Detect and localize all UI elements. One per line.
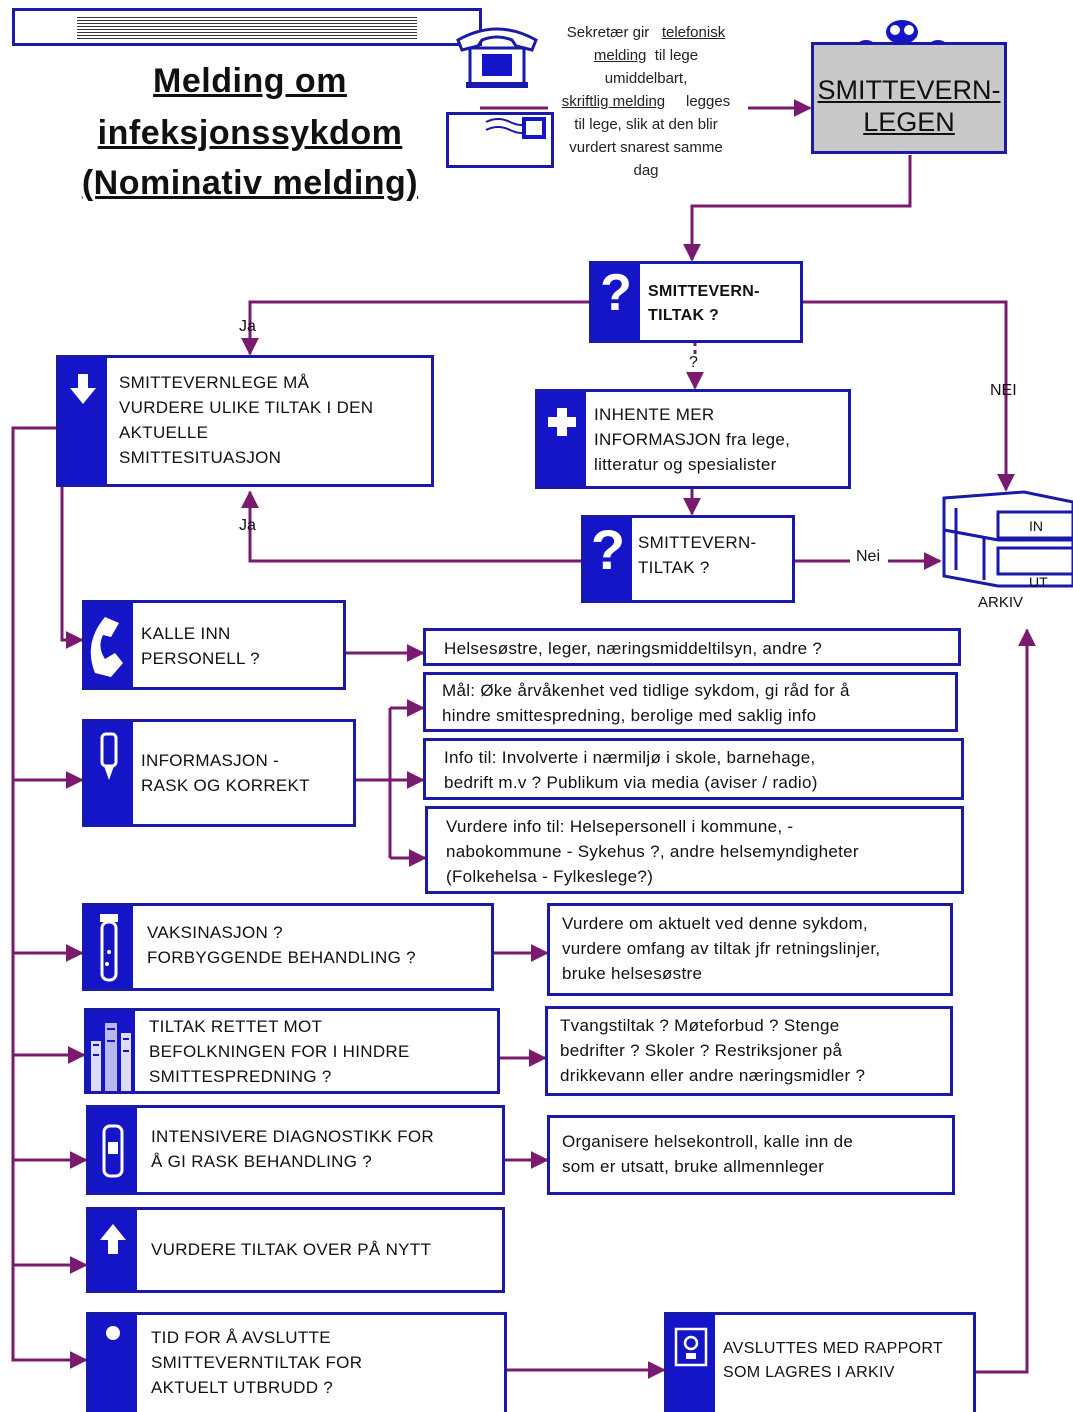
- note-text: vurdert snarest samme: [569, 139, 723, 156]
- detail-text: Vurdere om aktuelt ved denne sykdom, vur…: [562, 914, 881, 983]
- document-header-bar: [12, 8, 482, 46]
- detail-text: Mål: Øke årvåkenhet ved tidlige sykdom, …: [442, 681, 850, 725]
- detail-text: Tvangstiltak ? Møteforbud ? Stenge bedri…: [560, 1016, 866, 1085]
- box-text: SMITTEVERNLEGE MÅ VURDERE ULIKE TILTAK I…: [119, 373, 374, 467]
- page-title-line-1: Melding om: [153, 62, 347, 100]
- decision-smitteverntiltak-1: ? SMITTEVERN- TILTAK ?: [589, 261, 803, 343]
- letter-icon: [485, 117, 546, 139]
- box-text: VAKSINASJON ? FORBYGGENDE BEHANDLING ?: [147, 923, 416, 967]
- detail-helsekontroll: Organisere helsekontroll, kalle inn de s…: [547, 1115, 955, 1195]
- label-nei: NEI: [990, 382, 1017, 399]
- question-icon: ?: [592, 264, 640, 340]
- label-ja: Ja: [239, 318, 256, 335]
- written-message-box: [446, 112, 554, 168]
- question-icon: ?: [584, 518, 632, 600]
- detail-tvangstiltak: Tvangstiltak ? Møteforbud ? Stenge bedri…: [545, 1006, 953, 1096]
- note-text: dag: [633, 162, 659, 179]
- box-vurdere-pa-nytt: VURDERE TILTAK OVER PÅ NYTT: [86, 1207, 505, 1293]
- box-inhente-informasjon: INHENTE MER INFORMASJON fra lege, litter…: [535, 389, 851, 489]
- box-text: AVSLUTTES MED RAPPORT SOM LAGRES I ARKIV: [723, 1340, 943, 1381]
- label-question: ?: [689, 354, 698, 371]
- box-text: TID FOR Å AVSLUTTE SMITTEVERNTILTAK FOR …: [151, 1328, 363, 1397]
- note-text: til lege: [654, 47, 699, 64]
- detail-text: Helsesøstre, leger, næringsmiddeltilsyn,…: [444, 639, 823, 658]
- telephone-icon: [456, 27, 538, 88]
- box-vaksinasjon: VAKSINASJON ? FORBYGGENDE BEHANDLING ?: [82, 903, 494, 991]
- decision-smitteverntiltak-2: ? SMITTEVERN- TILTAK ?: [581, 515, 795, 603]
- note-text: umiddelbart,: [604, 70, 688, 87]
- decision-label: SMITTEVERN- TILTAK ?: [648, 283, 760, 324]
- note-text: melding: [593, 47, 647, 64]
- detail-text: Organisere helsekontroll, kalle inn de s…: [562, 1132, 854, 1176]
- detail-maal: Mål: Øke årvåkenhet ved tidlige sykdom, …: [423, 672, 958, 732]
- arrow-up-icon: [89, 1210, 137, 1290]
- label-ja: Ja: [239, 517, 256, 534]
- archive-tray-icon: [942, 490, 1073, 588]
- smittevernlegen-box: SMITTEVERN- LEGEN: [811, 42, 1007, 154]
- decision-label: SMITTEVERN- TILTAK ?: [638, 533, 757, 577]
- tray-label-in: IN: [1029, 518, 1043, 534]
- box-text: INFORMASJON - RASK OG KORREKT: [141, 751, 310, 795]
- note-text: skriftlig melding: [561, 93, 666, 110]
- box-diagnostikk: INTENSIVERE DIAGNOSTIKK FOR Å GI RASK BE…: [86, 1105, 505, 1195]
- detail-text: Info til: Involverte i nærmiljø i skole,…: [444, 748, 818, 792]
- page-title-line-3: (Nominativ melding): [81, 164, 419, 202]
- marker-icon: [85, 722, 133, 824]
- mobile-device-icon: [89, 1108, 137, 1192]
- detail-info-til: Info til: Involverte i nærmiljø i skole,…: [423, 738, 964, 800]
- box-informasjon: INFORMASJON - RASK OG KORREKT: [82, 719, 356, 827]
- label-nei: Nei: [856, 548, 881, 565]
- box-text: VURDERE TILTAK OVER PÅ NYTT: [151, 1240, 432, 1259]
- vaccine-vial-icon: [85, 906, 133, 988]
- smittevernlegen-label: SMITTEVERN-: [817, 75, 1001, 105]
- detail-text: Vurdere info til: Helsepersonell i kommu…: [446, 817, 859, 886]
- detail-omfang: Vurdere om aktuelt ved denne sykdom, vur…: [547, 903, 953, 996]
- plus-icon: [538, 392, 586, 486]
- safe-icon: [667, 1315, 715, 1412]
- secretary-note: Sekretær gir telefonisk melding til lege…: [548, 21, 744, 182]
- box-text: INTENSIVERE DIAGNOSTIKK FOR Å GI RASK BE…: [151, 1127, 434, 1171]
- handset-icon: [85, 603, 133, 687]
- box-text: KALLE INN PERSONELL ?: [141, 624, 260, 668]
- page-title-line-2: infeksjonssykdom: [97, 114, 403, 152]
- box-tiltak-befolkning: TILTAK RETTET MOT BEFOLKNINGEN FOR I HIN…: [84, 1008, 500, 1094]
- dot-icon: [89, 1315, 137, 1412]
- box-text: INHENTE MER INFORMASJON fra lege, litter…: [594, 405, 791, 474]
- note-text: til lege, slik at den blir: [574, 116, 718, 133]
- box-avslutte: TID FOR Å AVSLUTTE SMITTEVERNTILTAK FOR …: [86, 1312, 507, 1412]
- box-rapport: AVSLUTTES MED RAPPORT SOM LAGRES I ARKIV: [664, 1312, 976, 1412]
- tray-label-ut: UT: [1029, 574, 1048, 590]
- arrow-down-icon: [59, 358, 107, 484]
- note-text: Sekretær gir: [566, 24, 650, 41]
- box-vurdere-tiltak: SMITTEVERNLEGE MÅ VURDERE ULIKE TILTAK I…: [56, 355, 434, 487]
- smittevernlegen-label: LEGEN: [863, 107, 955, 137]
- box-kalle-inn: KALLE INN PERSONELL ?: [82, 600, 346, 690]
- detail-personell: Helsesøstre, leger, næringsmiddeltilsyn,…: [423, 628, 961, 666]
- note-text: telefonisk: [661, 24, 726, 41]
- archive-label: ARKIV: [978, 594, 1024, 611]
- note-text: legges: [686, 93, 731, 110]
- detail-vurdere-info: Vurdere info til: Helsepersonell i kommu…: [425, 806, 964, 894]
- box-text: TILTAK RETTET MOT BEFOLKNINGEN FOR I HIN…: [149, 1017, 410, 1086]
- city-icon: [87, 1011, 135, 1091]
